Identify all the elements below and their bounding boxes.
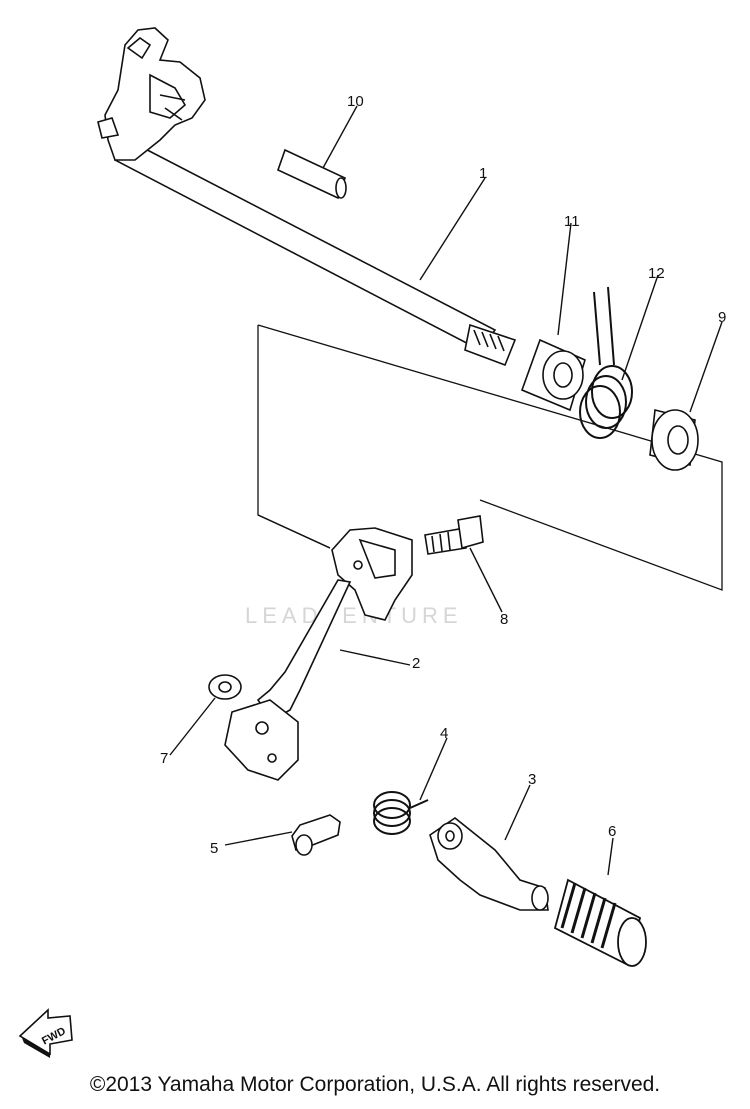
callout-10: 10	[347, 93, 364, 110]
part-torsion-spring	[579, 286, 633, 439]
callout-1: 1	[479, 165, 487, 182]
watermark-text: LEADVENTURE	[245, 603, 463, 628]
part-collar	[520, 338, 586, 412]
part-pin	[277, 148, 347, 200]
part-bolt	[424, 515, 484, 555]
part-shift-pedal	[224, 527, 413, 781]
callout-4: 4	[440, 725, 448, 742]
callout-7: 7	[160, 750, 168, 767]
part-pedal-arm	[429, 817, 549, 911]
copyright-notice: ©2013 Yamaha Motor Corporation, U.S.A. A…	[89, 1073, 661, 1096]
callout-9: 9	[718, 309, 726, 326]
leader-lines	[169, 105, 723, 876]
callout-11: 11	[564, 213, 580, 230]
callout-6: 6	[608, 823, 616, 840]
fwd-arrow-icon: FWD	[18, 1008, 73, 1058]
callout-2: 2	[412, 655, 420, 672]
part-clevis-pin	[291, 814, 341, 856]
assembly-frame-lines	[257, 324, 723, 591]
callout-8: 8	[500, 611, 508, 628]
callout-12: 12	[648, 265, 665, 282]
part-shift-shaft	[97, 27, 517, 367]
assembly-frame	[257, 325, 331, 549]
part-pedal-rubber	[553, 878, 647, 967]
part-oil-seal	[649, 409, 699, 471]
part-washer	[208, 674, 242, 700]
callout-5: 5	[210, 840, 218, 857]
part-return-spring	[373, 791, 429, 835]
callout-3: 3	[528, 771, 536, 788]
